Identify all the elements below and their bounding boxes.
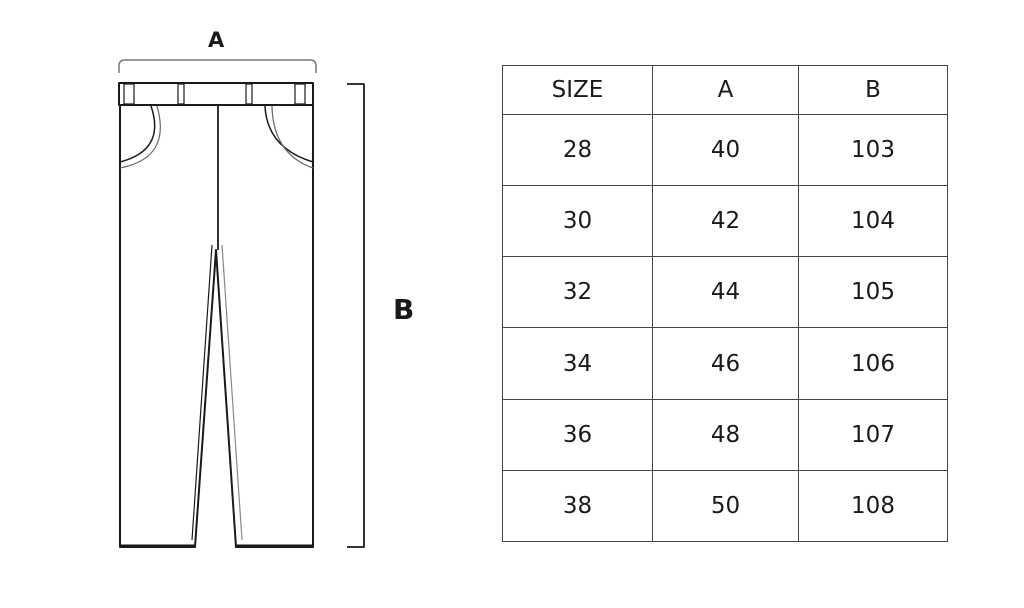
inner-seam: [221, 244, 243, 541]
table-row: 32 44 105: [502, 256, 948, 329]
table-row: 28 40 103: [502, 113, 948, 187]
cell-a: 40: [652, 113, 799, 187]
right-pocket: [271, 105, 314, 169]
belt-loop: [123, 83, 135, 105]
table-header-row: SIZE A B: [502, 65, 948, 115]
belt-loop: [177, 83, 185, 105]
cell-b: 103: [798, 113, 948, 187]
cell-a: 50: [652, 469, 799, 543]
header-a: A: [652, 65, 799, 115]
header-size: SIZE: [502, 65, 653, 115]
cell-size: 34: [502, 327, 653, 400]
cell-size: 36: [502, 398, 653, 471]
cell-a: 44: [652, 256, 799, 329]
table-row: 34 46 106: [502, 327, 948, 400]
pants-outline: [119, 105, 314, 548]
cell-size: 38: [502, 469, 653, 543]
width-label: A: [208, 28, 225, 52]
cell-size: 32: [502, 256, 653, 329]
width-dimension-bracket: [118, 59, 317, 73]
left-pocket: [119, 105, 161, 169]
table-row: 38 50 108: [502, 469, 948, 543]
length-dimension-bracket: [347, 83, 365, 548]
belt-loop: [245, 83, 253, 105]
header-b: B: [798, 65, 948, 115]
waistband: [118, 82, 314, 106]
cell-size: 30: [502, 185, 653, 258]
cell-b: 106: [798, 327, 948, 400]
cell-b: 105: [798, 256, 948, 329]
pants-diagram: [118, 59, 365, 548]
table-row: 36 48 107: [502, 398, 948, 471]
cell-a: 42: [652, 185, 799, 258]
size-chart-table: SIZE A B 28 40 103 30 42 104 32 44 105 3…: [502, 65, 948, 543]
cell-a: 46: [652, 327, 799, 400]
cell-a: 48: [652, 398, 799, 471]
table-row: 30 42 104: [502, 185, 948, 258]
left-pocket: [119, 105, 156, 163]
length-label: B: [393, 293, 415, 326]
cell-size: 28: [502, 113, 653, 187]
belt-loop: [294, 83, 306, 105]
cell-b: 108: [798, 469, 948, 543]
cell-b: 104: [798, 185, 948, 258]
cell-b: 107: [798, 398, 948, 471]
right-pocket: [264, 105, 314, 163]
inner-seam: [191, 244, 213, 541]
